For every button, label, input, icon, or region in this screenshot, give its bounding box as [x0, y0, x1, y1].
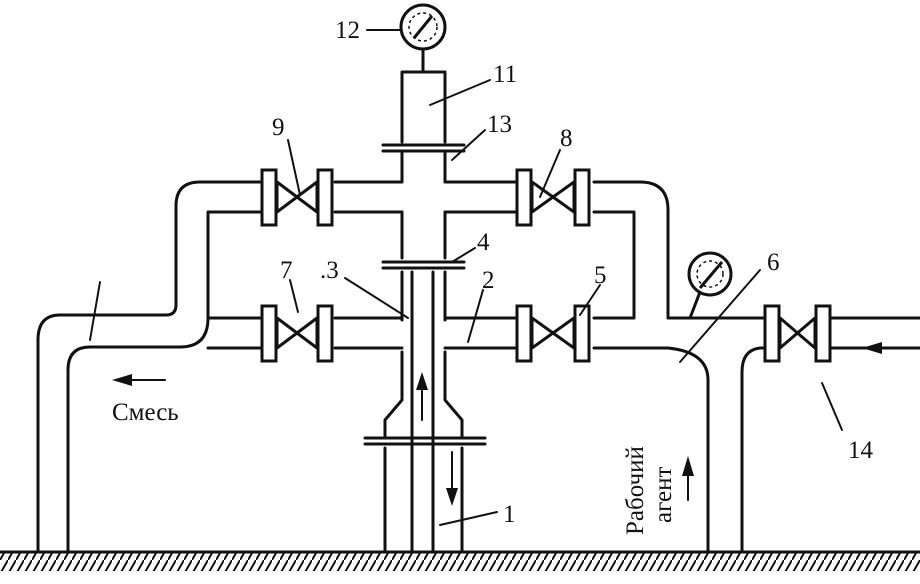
label-7: 7	[280, 257, 293, 284]
agent-arrow	[682, 456, 694, 501]
label-4: 4	[477, 229, 490, 256]
inlet-arrow	[862, 342, 913, 354]
label-14: 14	[848, 437, 874, 464]
lower-line	[206, 316, 920, 554]
agent-label-line1: Рабочий	[622, 446, 649, 535]
label-2: 2	[482, 267, 495, 294]
mixture-arrow	[112, 374, 166, 386]
label-1: 1	[503, 501, 516, 528]
label-11: 11	[493, 61, 517, 88]
valve-5	[515, 304, 591, 363]
label-8: 8	[560, 125, 573, 152]
valve-9	[260, 168, 334, 227]
agent-label-line2: агент	[650, 467, 677, 523]
label-12: 12	[335, 17, 360, 44]
valve-14	[763, 304, 832, 363]
pressure-gauge-icon	[687, 251, 733, 320]
upper-line	[36, 180, 670, 554]
label-6: 6	[767, 249, 780, 276]
valve-8	[515, 168, 591, 227]
label-9: 9	[272, 114, 285, 141]
mixture-label: Смесь	[112, 399, 179, 426]
valve-7	[260, 304, 334, 363]
pressure-gauge-icon	[399, 3, 447, 74]
label-5: 5	[594, 262, 607, 289]
label-13: 13	[487, 111, 512, 138]
leader-lines	[89, 29, 843, 526]
ground	[0, 550, 920, 571]
label-3: .3	[320, 257, 339, 284]
agent-label: Рабочий агент	[622, 446, 677, 535]
wellhead-column	[363, 70, 487, 554]
